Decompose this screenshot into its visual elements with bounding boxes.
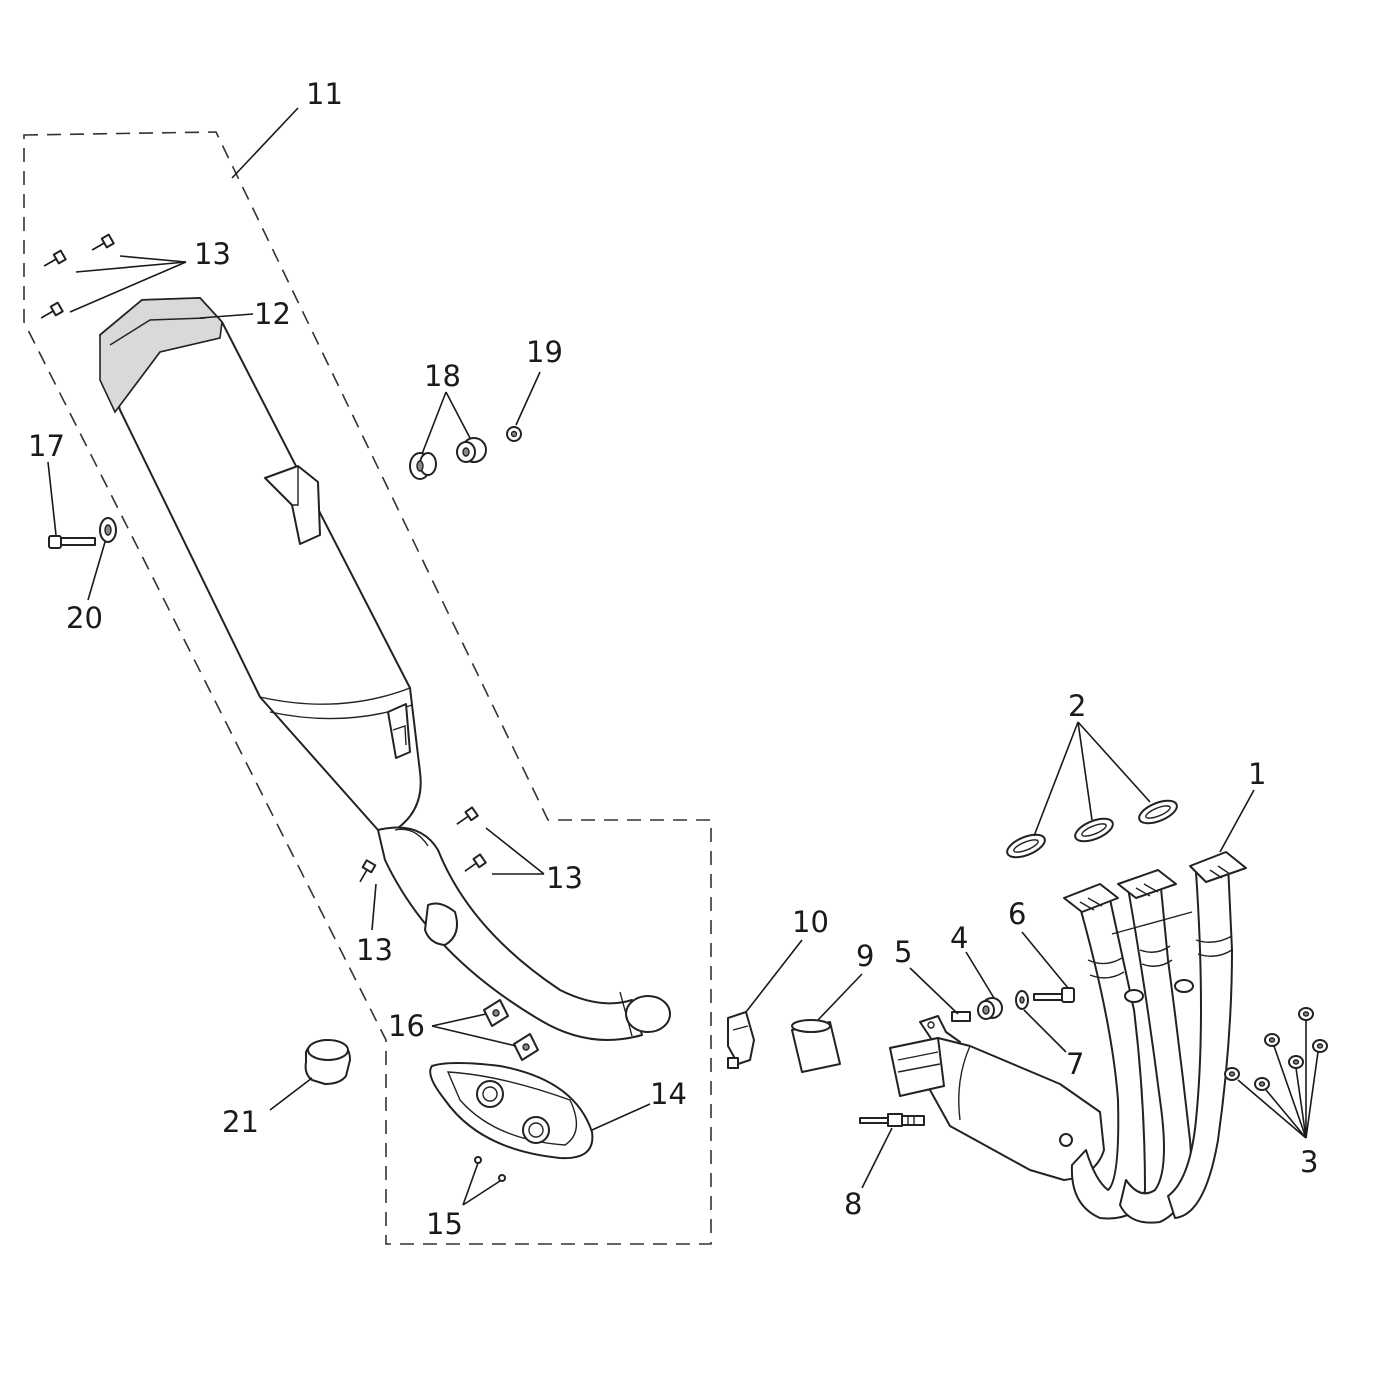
callout-10: 10 — [792, 905, 829, 939]
callout-18: 18 — [424, 359, 461, 393]
callout-6: 6 — [1008, 897, 1026, 931]
callout-13-lower: 13 — [356, 933, 393, 967]
assembly-boundary — [23, 131, 712, 1245]
callout-20: 20 — [66, 601, 103, 635]
callout-21: 21 — [222, 1105, 259, 1139]
screw-set-13-right — [456, 806, 487, 872]
callout-2: 2 — [1068, 689, 1086, 723]
screw-13-lower — [359, 859, 377, 883]
callout-9: 9 — [856, 939, 874, 973]
callout-13-right: 13 — [546, 861, 583, 895]
sensor-8 — [859, 1113, 925, 1127]
callout-7: 7 — [1066, 1047, 1084, 1081]
callout-19: 19 — [526, 335, 563, 369]
gaskets-2 — [1006, 799, 1178, 859]
callout-12: 12 — [254, 297, 291, 331]
callout-15: 15 — [426, 1207, 463, 1241]
washer-7 — [1015, 990, 1029, 1010]
rubber-bush-21 — [304, 1039, 351, 1085]
washer-20 — [99, 517, 117, 543]
callout-4: 4 — [950, 921, 968, 955]
callout-1: 1 — [1248, 757, 1266, 791]
nuts-3 — [1224, 1007, 1328, 1091]
grommet-18b — [456, 437, 487, 463]
clamp-10 — [727, 1011, 755, 1069]
nut-19 — [506, 426, 522, 442]
silencer — [99, 297, 422, 831]
grommet-4 — [977, 997, 1003, 1020]
callout-16: 16 — [388, 1009, 425, 1043]
callout-3: 3 — [1300, 1145, 1318, 1179]
callout-13-top: 13 — [194, 237, 231, 271]
callout-17: 17 — [28, 429, 65, 463]
sleeve-9 — [791, 1019, 841, 1073]
callout-14: 14 — [650, 1077, 687, 1111]
bolt-17 — [48, 535, 96, 549]
heat-shield-14 — [429, 1062, 594, 1160]
clip-16a — [483, 999, 509, 1027]
callout-11: 11 — [306, 77, 343, 111]
callout-8: 8 — [844, 1187, 862, 1221]
grommet-18a — [409, 452, 437, 480]
bolt-6 — [1033, 987, 1075, 1003]
clip-16b — [513, 1033, 539, 1061]
spacer-5 — [951, 1011, 971, 1022]
screw-set-13-top — [40, 233, 115, 319]
callout-5: 5 — [894, 935, 912, 969]
header-pipes — [1063, 851, 1247, 1224]
link-pipe — [377, 826, 671, 1041]
